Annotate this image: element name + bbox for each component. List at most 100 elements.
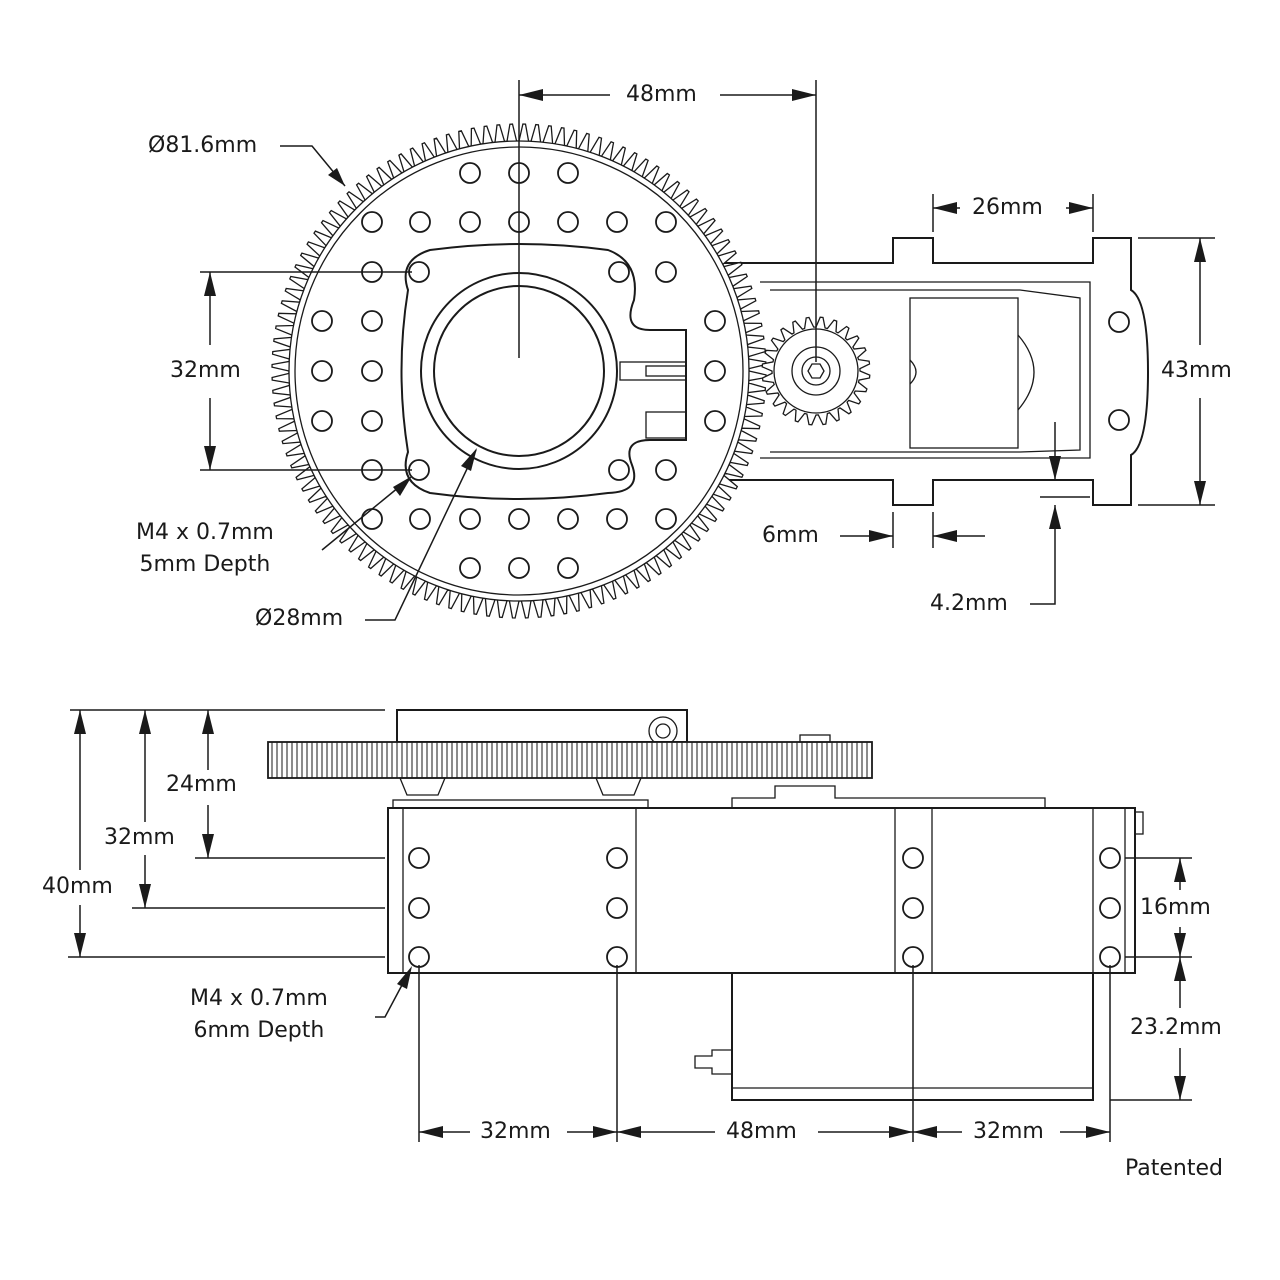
arrow-icon — [202, 710, 214, 734]
arrow-icon — [1086, 1126, 1110, 1138]
dim-label-diameter-81-6: Ø81.6mm — [148, 133, 258, 158]
web-hole — [655, 261, 677, 283]
side-hole — [606, 897, 628, 919]
side-hole — [902, 897, 924, 919]
web-hole — [361, 410, 383, 432]
clamp-screw-side — [655, 723, 671, 739]
dim-line — [1030, 505, 1056, 605]
side-hole — [408, 946, 430, 968]
dim-label-24mm: 24mm — [166, 772, 237, 797]
tap-note-side: M4 x 0.7mm 6mm Depth — [190, 986, 328, 1044]
side-view — [68, 709, 1192, 1142]
side-hole — [408, 897, 430, 919]
leader-line — [365, 449, 477, 621]
servo-window — [909, 297, 1019, 449]
arrow-icon — [139, 710, 151, 734]
leader-line — [280, 145, 346, 187]
web-hole — [459, 508, 481, 530]
dim-label-32mm-bottom-left: 32mm — [480, 1119, 551, 1144]
arrow-icon — [792, 89, 816, 101]
web-hole — [704, 310, 726, 332]
web-hole — [459, 162, 481, 184]
arrow-icon — [74, 933, 86, 957]
arrow-icon — [1174, 957, 1186, 981]
arrow-icon — [461, 448, 477, 471]
web-hole — [361, 211, 383, 233]
arrow-icon — [202, 834, 214, 858]
dim-label-26mm: 26mm — [972, 195, 1043, 220]
side-hole — [606, 847, 628, 869]
standoff — [595, 777, 642, 796]
arrow-icon — [1049, 505, 1061, 529]
arrow-icon — [933, 530, 957, 542]
arrow-icon — [1174, 933, 1186, 957]
dim-label-48mm-bottom: 48mm — [726, 1119, 797, 1144]
arrow-icon — [204, 272, 216, 296]
patent-note: Patented — [1125, 1156, 1223, 1181]
web-hole — [409, 211, 431, 233]
arrow-icon — [393, 476, 412, 496]
arrow-icon — [1174, 858, 1186, 882]
arrow-icon — [204, 446, 216, 470]
tap-note-top: M4 x 0.7mm 5mm Depth — [136, 520, 274, 578]
dim-label-4-2mm: 4.2mm — [930, 591, 1008, 616]
tap-note-top-line1: M4 x 0.7mm — [136, 520, 274, 545]
web-hole — [459, 557, 481, 579]
web-hole — [557, 508, 579, 530]
gear-strip-lines — [271, 742, 868, 778]
tap-note-side-line1: M4 x 0.7mm — [190, 986, 328, 1011]
web-hole — [409, 508, 431, 530]
side-hole — [606, 946, 628, 968]
hub-plate — [400, 243, 687, 500]
gear-teeth-strip — [267, 741, 873, 779]
arrow-icon — [328, 168, 345, 186]
side-hole — [408, 847, 430, 869]
web-hole — [704, 360, 726, 382]
standoff — [399, 777, 446, 796]
channel-body — [387, 807, 1136, 974]
arrow-icon — [139, 884, 151, 908]
arrow-icon — [593, 1126, 617, 1138]
dim-label-32mm-top: 32mm — [170, 358, 241, 383]
web-hole — [655, 459, 677, 481]
dim-label-6mm: 6mm — [762, 523, 819, 548]
tap-note-top-line2: 5mm Depth — [139, 552, 271, 577]
clamp-screw — [645, 365, 687, 377]
servo-top-plate — [731, 785, 1046, 808]
side-hole — [1099, 897, 1121, 919]
side-hole — [1099, 946, 1121, 968]
hub-side — [396, 709, 688, 743]
dim-label-32mm-side: 32mm — [104, 825, 175, 850]
hub-base-plate — [392, 799, 649, 809]
dim-label-43mm: 43mm — [1161, 358, 1232, 383]
arrow-icon — [869, 530, 893, 542]
arrow-icon — [1174, 1076, 1186, 1100]
side-hole — [902, 847, 924, 869]
web-hole — [311, 410, 333, 432]
web-hole — [459, 211, 481, 233]
arrow-icon — [1069, 202, 1093, 214]
dim-label-48mm-top: 48mm — [626, 82, 697, 107]
clamp-screw-side — [648, 716, 678, 746]
web-hole — [557, 211, 579, 233]
servo-mount-hole — [1108, 409, 1130, 431]
web-hole — [361, 310, 383, 332]
web-hole — [361, 508, 383, 530]
web-hole — [557, 557, 579, 579]
side-hole — [902, 946, 924, 968]
hub-tap-hole — [608, 261, 630, 283]
tap-note-side-line2: 6mm Depth — [193, 1018, 325, 1043]
dim-label-diameter-28: Ø28mm — [255, 606, 344, 631]
web-hole — [655, 211, 677, 233]
web-hole — [557, 162, 579, 184]
dim-label-23-2mm: 23.2mm — [1130, 1015, 1222, 1040]
arrow-icon — [1194, 238, 1206, 262]
arrow-icon — [519, 89, 543, 101]
dim-label-32mm-bottom-right: 32mm — [973, 1119, 1044, 1144]
servo-cable — [694, 1049, 732, 1075]
web-hole — [606, 211, 628, 233]
pinion-side — [799, 734, 831, 743]
top-view — [200, 80, 1215, 621]
servo-inner-frame — [760, 281, 1091, 459]
